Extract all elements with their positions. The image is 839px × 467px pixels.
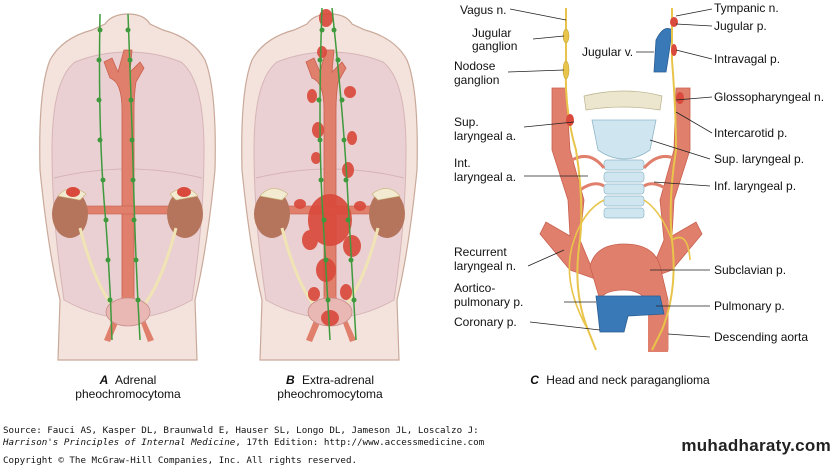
adrenal-right (371, 188, 401, 201)
adrenal-tumor-left (66, 187, 80, 197)
hyoid-bone (583, 90, 663, 111)
label-nodose-ganglion-2: ganglion (454, 73, 499, 87)
trachea (603, 159, 645, 219)
left-carotid-subclavian (539, 87, 605, 283)
label-intravagal: Intravagal p. (714, 52, 780, 66)
label-jugular-v: Jugular v. (582, 45, 633, 59)
label-pulmonary: Pulmonary p. (714, 299, 785, 313)
label-coronary: Coronary p. (454, 315, 517, 329)
copyright-line: Copyright © The McGraw-Hill Companies, I… (3, 455, 358, 466)
thyroid-cartilage (591, 119, 657, 160)
label-descending-aorta: Descending aorta (714, 330, 808, 344)
caption-a-line2: pheochromocytoma (75, 387, 181, 401)
laryngeal-arteries (571, 154, 679, 192)
sympathetic-chain-right (127, 13, 141, 341)
renal-vessels (79, 205, 177, 215)
panel-c-labels-right: Tympanic n. Jugular p. Intravagal p. Glo… (714, 1, 824, 344)
panel-c-anatomy (539, 8, 703, 352)
svg-text:B Extra-adrenal: B Extra-adrenal (286, 373, 374, 387)
label-int-laryngeal-2: laryngeal a. (454, 170, 516, 184)
chain-ganglia-a (96, 27, 141, 303)
label-intercarotid: Intercarotid p. (714, 126, 787, 140)
watermark: muhadharaty.com (681, 436, 831, 455)
label-sup-laryngeal-2: laryngeal a. (454, 129, 516, 143)
label-aortico-2: pulmonary p. (454, 295, 523, 309)
kidney-right (167, 190, 203, 238)
leader-lines (507, 8, 713, 338)
caption-c-title: Head and neck paraganglioma (546, 373, 710, 387)
caption-a-line1: Adrenal (115, 373, 156, 387)
caption-c: C Head and neck paraganglioma (530, 373, 710, 387)
panel-c-labels-left: Vagus n. Jugular ganglion Nodose ganglio… (454, 3, 633, 329)
source-edition: , 17th Edition: http://www.accessmedicin… (235, 437, 485, 448)
aorta (103, 49, 145, 301)
label-nodose-ganglion-1: Nodose (454, 59, 496, 73)
adrenal-tumor-right (177, 187, 191, 197)
label-recurrent-2: laryngeal n. (454, 259, 516, 273)
chain-ganglia-b (316, 27, 357, 303)
intercarotid-paraganglion-right (676, 92, 684, 104)
label-vagus: Vagus n. (460, 3, 506, 17)
label-int-laryngeal-1: Int. (454, 156, 471, 170)
kidney-left (52, 190, 88, 238)
caption-b-letter: B (286, 373, 295, 387)
caption-a-letter: A (99, 373, 109, 387)
panel-b-torso (241, 7, 418, 361)
vagus-nerve-left (564, 8, 597, 351)
caption-b-line2: pheochromocytoma (277, 387, 383, 401)
label-jugular-ganglion-2: ganglion (472, 39, 517, 53)
jugular-paraganglion (670, 17, 678, 27)
pulmonary-artery (595, 295, 665, 333)
label-sup-laryngeal-1: Sup. (454, 115, 479, 129)
adrenal-left (259, 188, 289, 201)
bladder (105, 297, 151, 327)
label-sup-laryngeal-p: Sup. laryngeal p. (714, 152, 804, 166)
kidney-left (254, 190, 290, 238)
recurrent-laryngeal-nerve (568, 199, 605, 331)
source-line-1: Source: Fauci AS, Kasper DL, Braunwald E… (3, 425, 479, 436)
intercarotid-paraganglion-left (566, 114, 574, 126)
caption-c-letter: C (530, 373, 539, 387)
caption-b: B Extra-adrenal pheochromocytoma (277, 373, 383, 401)
label-subclavian: Subclavian p. (714, 263, 786, 277)
label-inf-laryngeal-p: Inf. laryngeal p. (714, 179, 796, 193)
sympathetic-chain-right (331, 7, 357, 341)
label-jugular-p: Jugular p. (714, 19, 767, 33)
label-glossopharyngeal: Glossopharyngeal n. (714, 90, 824, 104)
vagus-nerve-right (651, 8, 678, 351)
book-title: Harrison's Principles of Internal Medici… (3, 437, 236, 448)
svg-text:A Adrenal: A Adrenal (99, 373, 157, 387)
intravagal-paraganglion (671, 44, 677, 56)
sympathetic-chain-left (319, 7, 331, 341)
panel-a-torso (39, 13, 216, 361)
source-line-2: Harrison's Principles of Internal Medici… (3, 437, 484, 448)
recurrent-laryngeal-nerve-right (643, 199, 691, 261)
label-recurrent-1: Recurrent (454, 245, 507, 259)
caption-b-line1: Extra-adrenal (302, 373, 374, 387)
kidney-right (369, 190, 405, 238)
svg-text:C Head and neck paragang: C Head and neck paraganglioma (530, 373, 710, 387)
label-tympanic: Tympanic n. (714, 1, 779, 15)
caption-a: A Adrenal pheochromocytoma (75, 373, 181, 401)
label-aortico-1: Aortico- (454, 281, 495, 295)
sympathetic-chain-left (98, 13, 113, 341)
label-jugular-ganglion-1: Jugular (472, 26, 511, 40)
jugular-vein (653, 27, 673, 73)
